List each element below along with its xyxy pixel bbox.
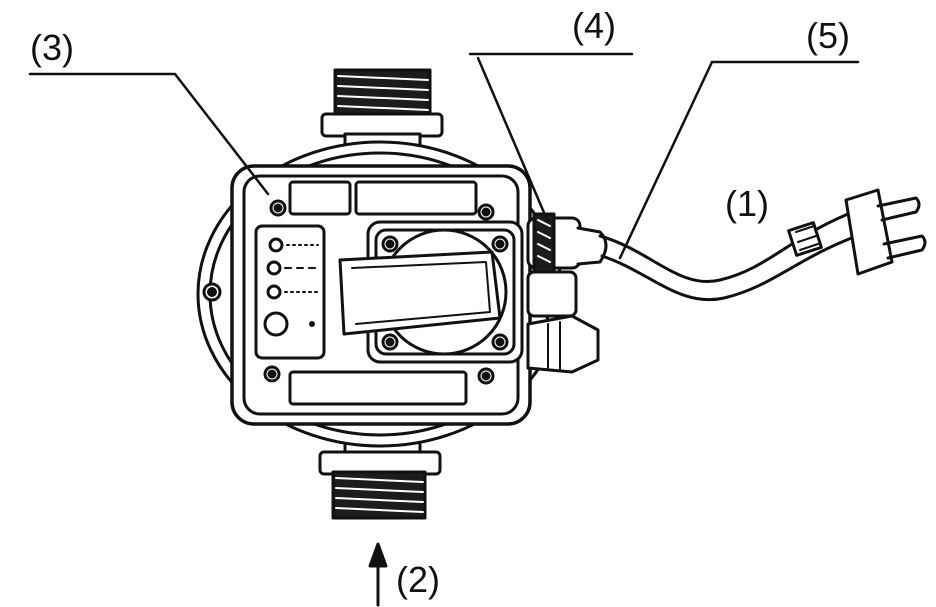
callout-4: (4) [572,5,616,46]
cable-glands [526,212,608,374]
socket-cover [338,220,524,364]
indicator-panel [254,224,326,360]
callout-3: (3) [30,27,74,68]
flow-direction-arrow [368,542,388,607]
power-cable [598,208,864,302]
callout-1: (1) [725,183,769,224]
panel-screws [263,199,495,385]
callout-2: (2) [396,559,440,600]
power-plug-icon [844,188,927,276]
leader-lines [28,52,860,260]
callout-5: (5) [806,15,850,56]
